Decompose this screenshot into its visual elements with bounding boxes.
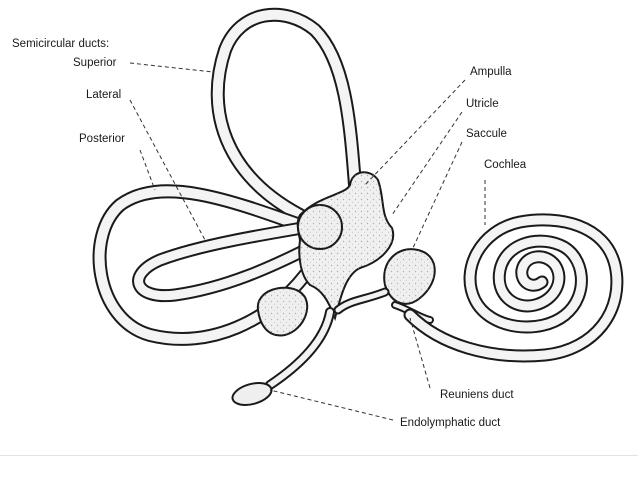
divider [0,455,638,456]
label-ampulla: Ampulla [470,66,512,78]
leader-endolymphatic [269,389,394,421]
leader-reuniens [409,317,431,389]
endolymphatic-sac [231,382,273,406]
label-saccule: Saccule [466,128,507,140]
leader-saccule [411,141,463,251]
label-cochlea: Cochlea [484,159,527,171]
leader-superior [129,62,214,73]
label-reuniens-duct: Reuniens duct [440,389,514,401]
leader-lateral [129,99,206,241]
superior-duct [210,7,362,222]
label-posterior: Posterior [79,133,126,145]
semicircular-ducts-heading: Semicircular ducts: [12,38,110,50]
label-endolymphatic-duct: Endolymphatic duct [400,417,501,429]
inner-ear-illustration [92,7,624,421]
leader-posterior [139,149,156,191]
label-lateral: Lateral [86,89,122,101]
leader-ampulla [364,79,466,186]
label-superior: Superior [73,57,117,69]
leader-lines [129,62,486,421]
figure-area: Semicircular ducts: Superior Lateral Pos… [12,7,624,429]
label-utricle: Utricle [466,98,499,110]
